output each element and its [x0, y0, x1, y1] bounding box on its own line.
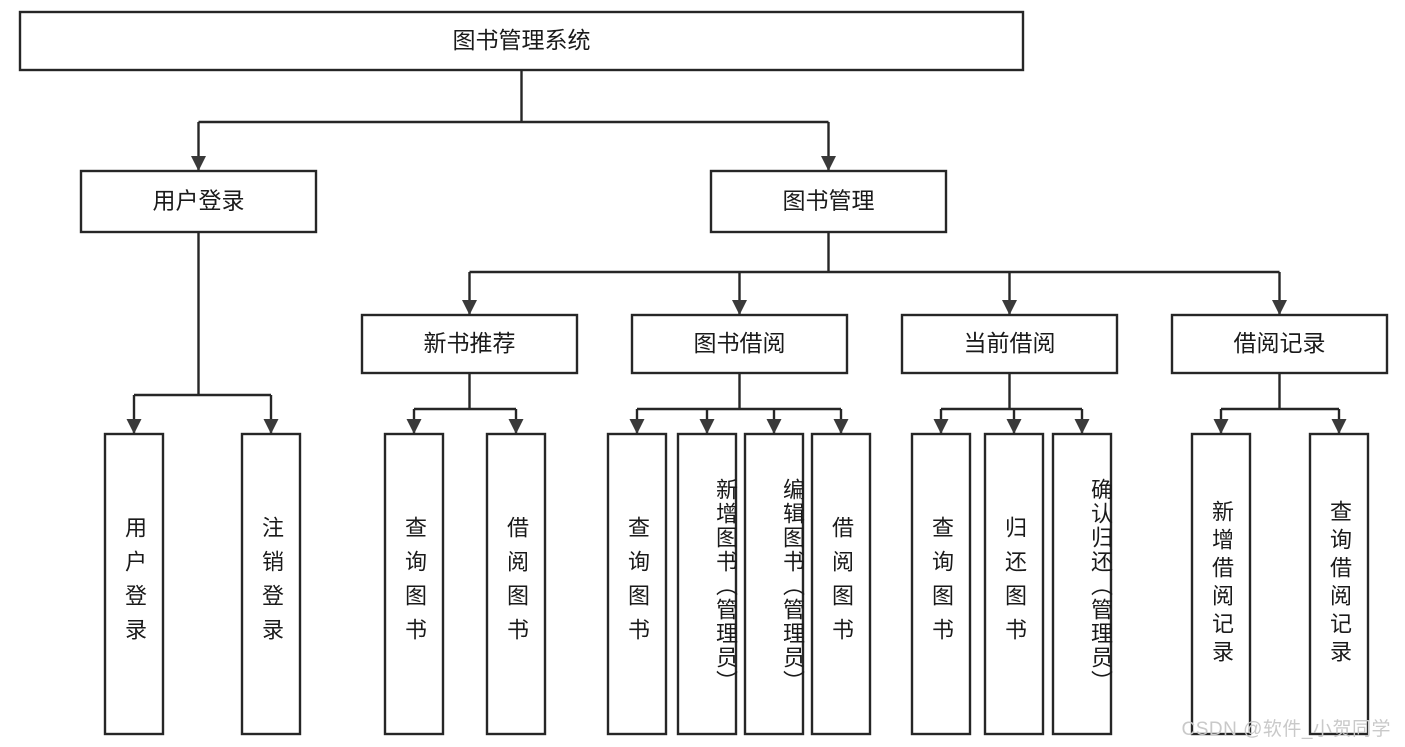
arrow-head-book-borrow-leaf-edit-book-admin — [766, 419, 782, 434]
node-box-leaf-logout-login[interactable] — [240, 432, 302, 736]
arrow-head-root-book-manage — [821, 156, 836, 171]
arrow-head-borrow-record-leaf-query-borrow-record — [1331, 419, 1347, 434]
watermark-text: CSDN @软件_小贺同学 — [1181, 719, 1391, 740]
node-box-borrow-record[interactable] — [1170, 313, 1389, 375]
node-box-book-borrow[interactable] — [630, 313, 849, 375]
node-box-leaf-confirm-return-admin[interactable] — [1051, 432, 1113, 736]
node-box-leaf-return-book[interactable] — [983, 432, 1045, 736]
connector-layer — [126, 70, 1347, 434]
node-box-user-login[interactable] — [79, 169, 318, 234]
node-box-leaf-query-book-cur[interactable] — [910, 432, 972, 736]
node-label-user-login: 用户登录 — [153, 188, 245, 214]
node-box-leaf-user-login[interactable] — [103, 432, 165, 736]
node-box-layer — [18, 10, 1389, 736]
node-label-book-manage: 图书管理 — [783, 188, 875, 214]
arrow-head-current-borrow-leaf-query-book-cur — [933, 419, 949, 434]
arrow-head-borrow-record-leaf-add-borrow-record — [1213, 419, 1229, 434]
node-box-book-manage[interactable] — [709, 169, 948, 234]
arrow-head-book-manage-new-book-rec — [462, 300, 477, 315]
arrow-head-book-manage-current-borrow — [1002, 300, 1017, 315]
node-box-leaf-query-book-rec[interactable] — [383, 432, 445, 736]
arrow-head-book-borrow-leaf-add-book-admin — [699, 419, 715, 434]
arrow-head-book-borrow-leaf-borrow-book — [833, 419, 849, 434]
arrow-head-root-user-login — [191, 156, 206, 171]
node-box-leaf-add-book-admin[interactable] — [676, 432, 738, 736]
node-label-current-borrow: 当前借阅 — [964, 330, 1056, 356]
node-box-root[interactable] — [18, 10, 1025, 72]
node-box-leaf-query-book-borrow[interactable] — [606, 432, 668, 736]
node-label-borrow-record: 借阅记录 — [1234, 330, 1326, 356]
arrow-head-new-book-rec-leaf-query-book-rec — [406, 419, 422, 434]
node-box-leaf-add-borrow-record[interactable] — [1190, 432, 1252, 736]
node-box-leaf-borrow-book[interactable] — [810, 432, 872, 736]
arrow-head-current-borrow-leaf-return-book — [1006, 419, 1022, 434]
node-box-leaf-borrow-book-rec[interactable] — [485, 432, 547, 736]
arrow-head-new-book-rec-leaf-borrow-book-rec — [508, 419, 524, 434]
node-label-root: 图书管理系统 — [453, 27, 591, 53]
node-box-leaf-edit-book-admin[interactable] — [743, 432, 805, 736]
arrow-head-user-login-leaf-logout-login — [263, 419, 279, 434]
node-label-new-book-rec: 新书推荐 — [424, 330, 516, 356]
node-label-book-borrow: 图书借阅 — [694, 330, 786, 356]
arrow-head-user-login-leaf-user-login — [126, 419, 142, 434]
node-box-new-book-rec[interactable] — [360, 313, 579, 375]
node-box-leaf-query-borrow-record[interactable] — [1308, 432, 1370, 736]
arrow-head-book-manage-borrow-record — [1272, 300, 1287, 315]
arrow-head-current-borrow-leaf-confirm-return-admin — [1074, 419, 1090, 434]
node-box-current-borrow[interactable] — [900, 313, 1119, 375]
arrow-head-book-borrow-leaf-query-book-borrow — [629, 419, 645, 434]
arrow-head-book-manage-book-borrow — [732, 300, 747, 315]
